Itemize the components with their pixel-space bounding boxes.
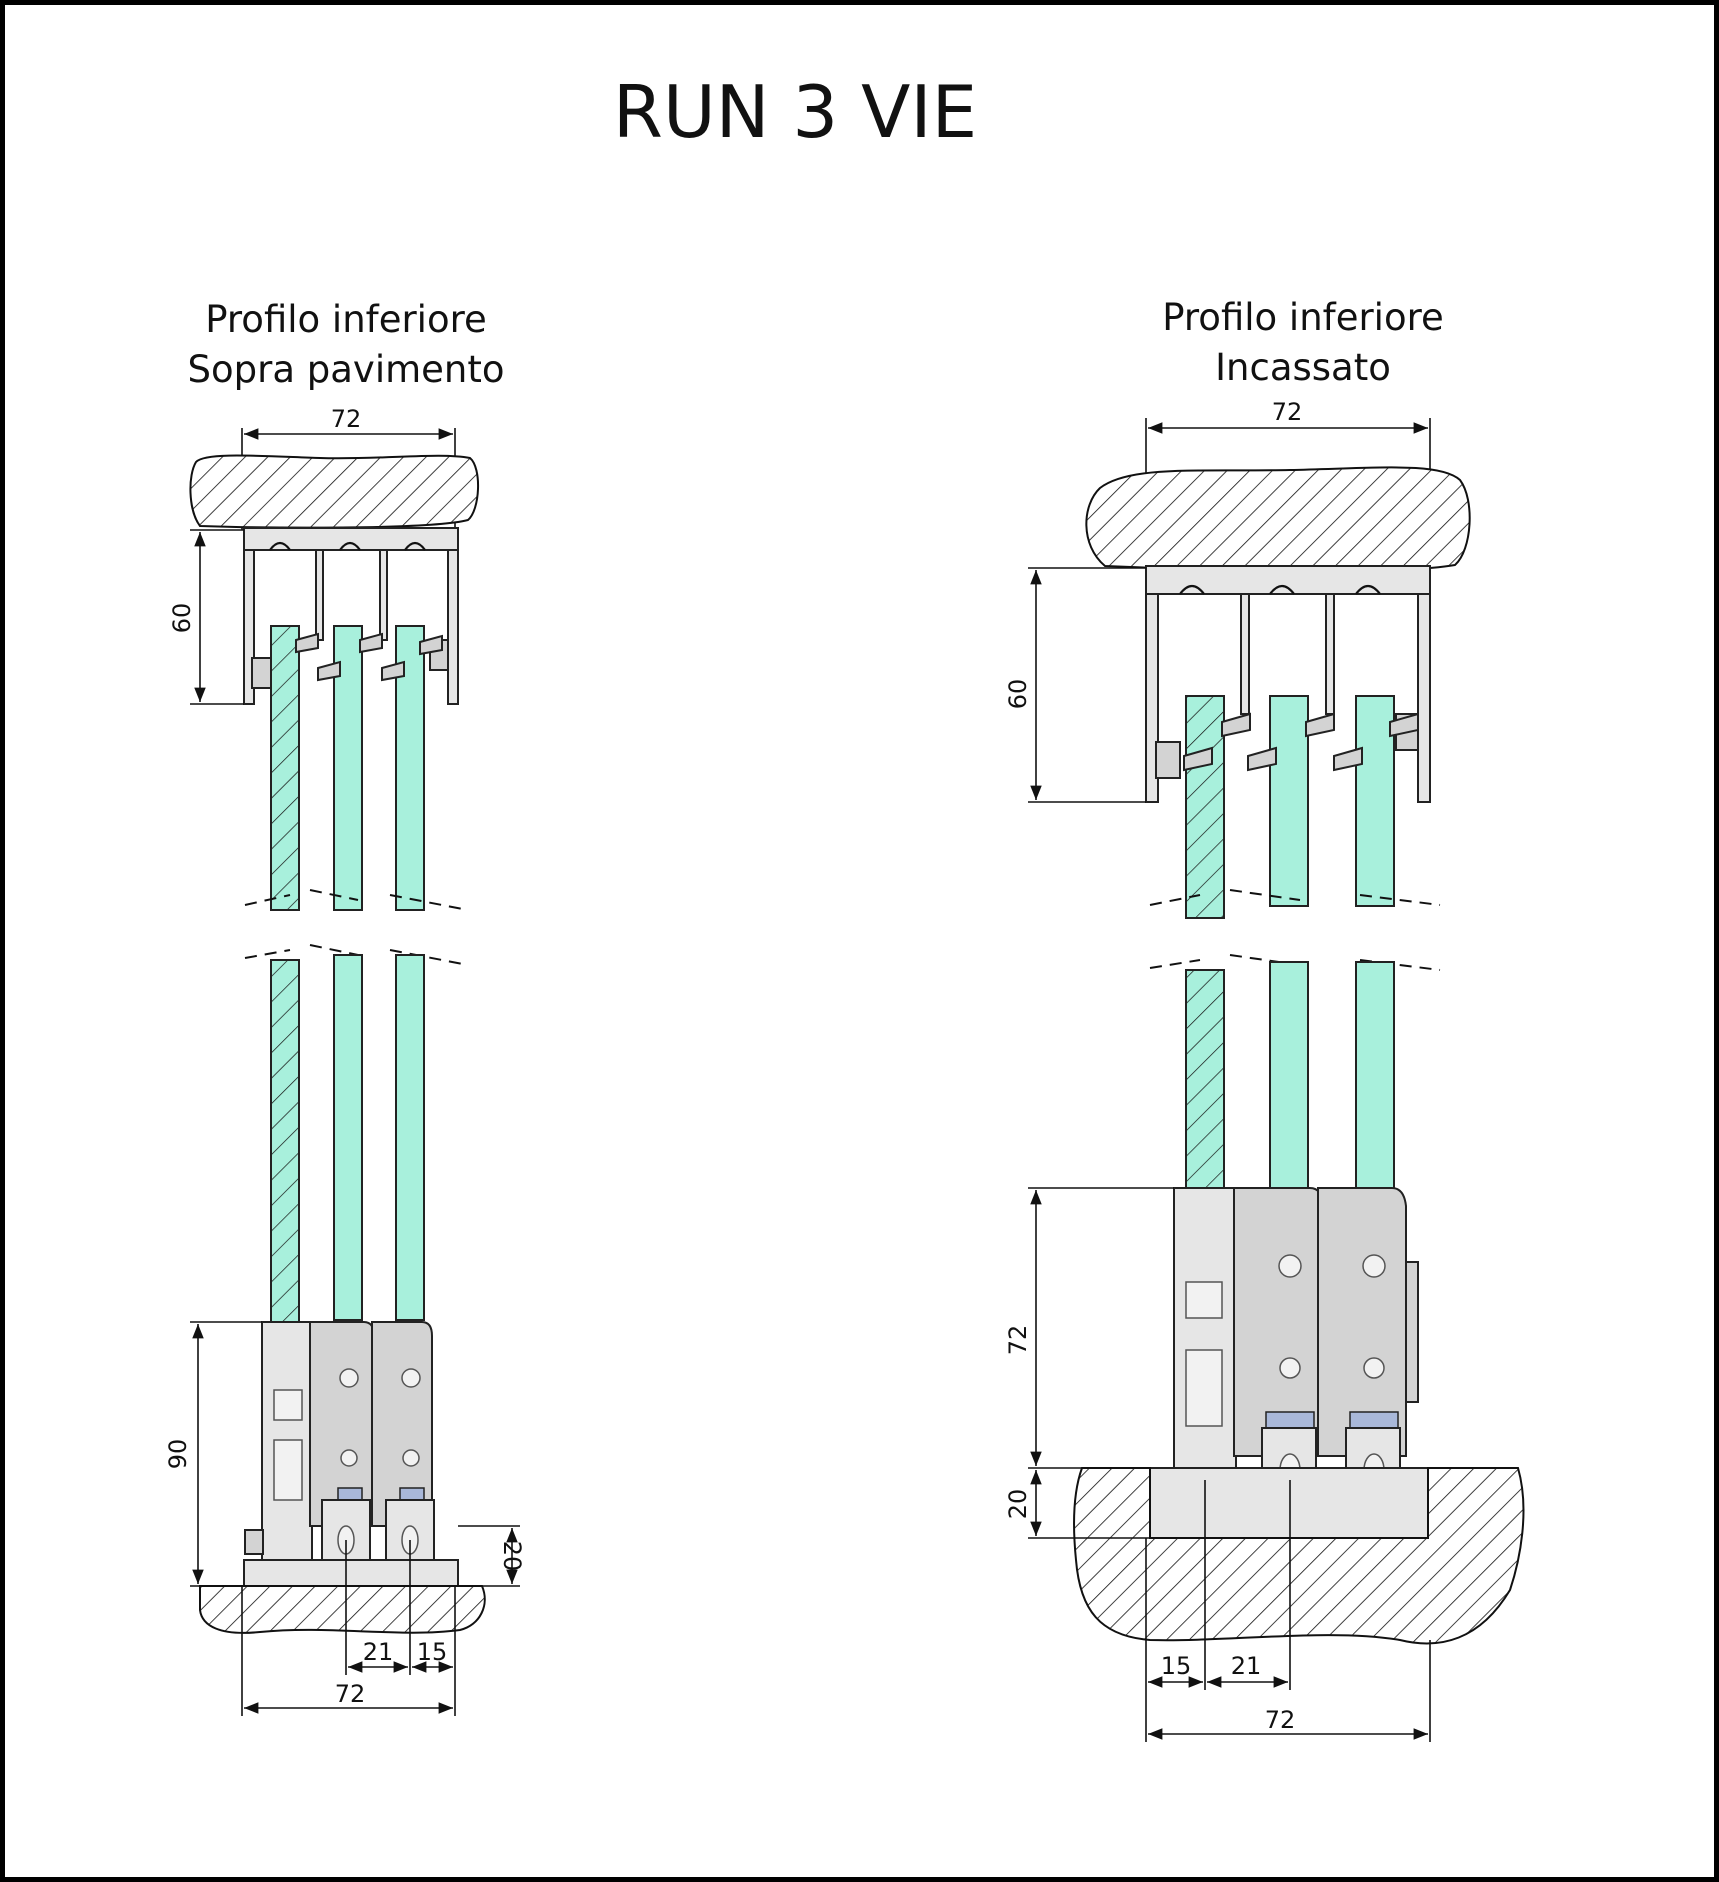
left-caption-line2: Sopra pavimento: [188, 348, 505, 391]
left-section: Profilo inferiore Sopra pavimento 72: [164, 298, 526, 1716]
left-dim-bottom-width: 72: [241, 1586, 456, 1716]
right-caption-line1: Profilo inferiore: [1162, 296, 1444, 339]
right-dim-bottom-width: 72: [1145, 1640, 1431, 1742]
right-dim-top-height: 60: [1004, 567, 1146, 803]
left-break-lines: [244, 889, 469, 966]
left-dim-spacing: 21 15: [345, 1540, 456, 1675]
left-glass-lower: [270, 954, 425, 1376]
left-glass-upper: [270, 625, 443, 911]
left-upper-profile: [243, 527, 459, 705]
svg-text:60: 60: [168, 603, 196, 634]
left-ceiling: [189, 454, 480, 529]
left-bottom-carriage: [244, 1321, 435, 1583]
svg-text:72: 72: [1265, 1706, 1296, 1734]
right-section: Profilo inferiore Incassato 72 6: [1004, 296, 1525, 1742]
right-dim-bottom-height: 72: [1004, 1187, 1174, 1469]
right-ceiling: [1085, 466, 1471, 572]
svg-text:21: 21: [363, 1638, 394, 1666]
right-dim-top-width: 72: [1145, 398, 1431, 570]
right-recessed-track: [1149, 1467, 1429, 1539]
left-floor: [199, 1585, 486, 1634]
svg-text:90: 90: [164, 1439, 192, 1470]
svg-text:72: 72: [1272, 398, 1303, 426]
left-bottom-track: [243, 1559, 459, 1587]
right-caption-line2: Incassato: [1215, 346, 1391, 389]
svg-text:20: 20: [1004, 1489, 1032, 1520]
right-glass-upper: [1183, 695, 1419, 919]
svg-text:15: 15: [417, 1638, 448, 1666]
right-dim-recess-height: 20: [1004, 1470, 1150, 1539]
right-dim-spacing: 15 21: [1145, 1480, 1291, 1690]
left-dim-track-height: 20: [458, 1525, 526, 1587]
svg-text:60: 60: [1004, 679, 1032, 710]
left-dim-bottom-height: 90: [164, 1321, 262, 1587]
svg-text:72: 72: [1004, 1325, 1032, 1356]
left-caption-line1: Profilo inferiore: [205, 298, 487, 341]
svg-text:20: 20: [498, 1541, 526, 1572]
left-dim-top-height: 60: [168, 529, 244, 705]
svg-text:72: 72: [335, 1680, 366, 1708]
svg-text:15: 15: [1161, 1652, 1192, 1680]
right-floor: [1073, 1467, 1525, 1645]
drawing-title: RUN 3 VIE: [613, 70, 977, 154]
right-bottom-carriage: [1173, 1187, 1419, 1489]
svg-text:21: 21: [1231, 1652, 1262, 1680]
right-break-lines: [1149, 889, 1441, 971]
svg-text:72: 72: [331, 405, 362, 433]
